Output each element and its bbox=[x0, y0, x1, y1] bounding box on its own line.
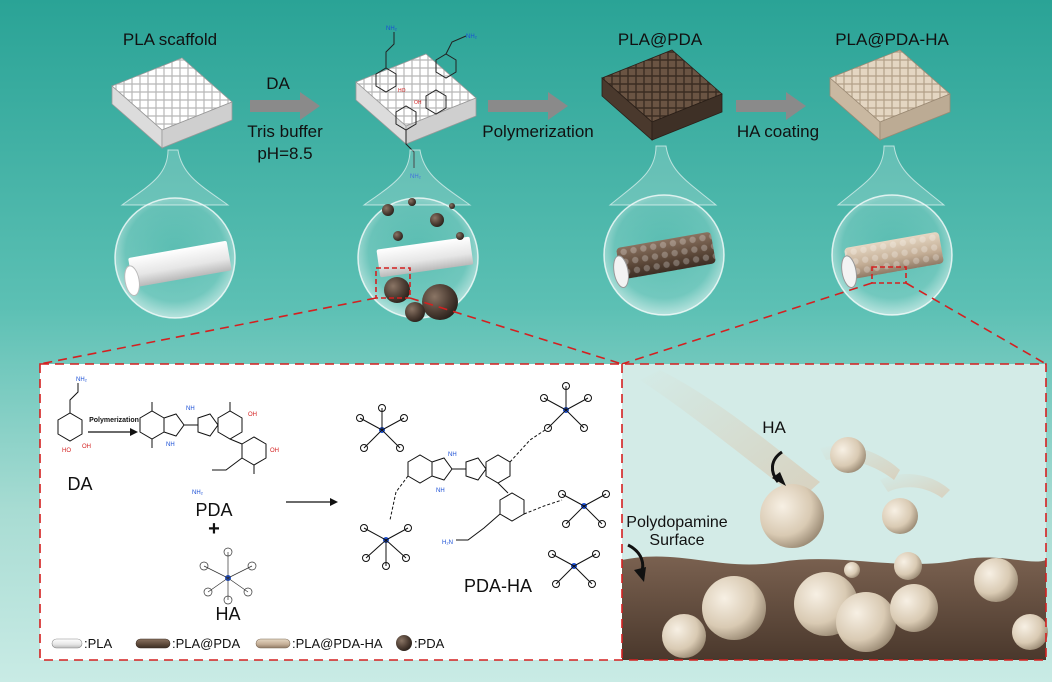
surface-label-line2: Surface bbox=[649, 532, 705, 549]
pla-scaffold bbox=[111, 57, 233, 149]
svg-text:OH: OH bbox=[82, 444, 91, 450]
pla-pda-ha-scaffold bbox=[829, 49, 951, 141]
stage-title-pla-pda-ha: PLA@PDA-HA bbox=[835, 30, 949, 49]
legend-label-pda: :PDA bbox=[414, 636, 445, 651]
pda-label: PDA bbox=[195, 500, 233, 520]
pda-structure: NH NH NH₂ OH OH bbox=[139, 402, 279, 496]
pla-pda-scaffold bbox=[601, 49, 723, 141]
legend-label-pla-pda-ha: :PLA@PDA-HA bbox=[292, 636, 383, 651]
bubble-1 bbox=[114, 197, 236, 319]
svg-text:NH: NH bbox=[448, 452, 457, 458]
svg-text:NH₂: NH₂ bbox=[76, 377, 88, 383]
legend-label-pla-pda: :PLA@PDA bbox=[172, 636, 241, 651]
svg-text:HO: HO bbox=[62, 448, 71, 454]
svg-text:OH: OH bbox=[270, 448, 279, 454]
pda-sphere-icon bbox=[396, 635, 412, 651]
arrow2-label: Polymerization bbox=[482, 122, 594, 141]
surface-panel bbox=[622, 364, 1048, 660]
polymerization-step-label: Polymerization bbox=[89, 417, 139, 424]
arrow1-condition-line1: Tris buffer bbox=[247, 122, 323, 141]
svg-text:OH: OH bbox=[414, 100, 422, 106]
svg-text:NH₂: NH₂ bbox=[386, 26, 398, 32]
dopamine-molecules: NH₂ NH₂ NH₂ HO OH bbox=[375, 26, 478, 180]
svg-text:NH: NH bbox=[186, 406, 195, 412]
dopamine-structure: NH₂ HO OH bbox=[57, 377, 91, 454]
stage-title-pla-scaffold: PLA scaffold bbox=[122, 30, 218, 49]
legend-label-pla: :PLA bbox=[84, 636, 113, 651]
svg-text:NH₂: NH₂ bbox=[466, 34, 478, 40]
svg-text:H₂N: H₂N bbox=[442, 540, 453, 546]
zoom-selections bbox=[375, 266, 907, 299]
ha-label: HA bbox=[215, 604, 241, 624]
svg-text:HO: HO bbox=[398, 88, 406, 94]
plus-sign: + bbox=[208, 518, 220, 540]
svg-text:OH: OH bbox=[248, 412, 257, 418]
polymerization-arrowhead bbox=[130, 428, 138, 436]
process-arrows bbox=[250, 92, 806, 120]
ha-structure bbox=[199, 547, 257, 605]
pda-ha-label: PDA-HA bbox=[463, 576, 532, 596]
surface-label-line1: Polydopamine bbox=[626, 514, 728, 531]
bubble-3 bbox=[603, 194, 725, 316]
pla-pda-rod-icon bbox=[135, 638, 171, 649]
svg-text:NH: NH bbox=[436, 488, 445, 494]
arrow1-condition-line2: pH=8.5 bbox=[257, 144, 313, 163]
zoom-connectors bbox=[39, 282, 1047, 365]
arrow3-label: HA coating bbox=[736, 122, 820, 141]
bubble-2 bbox=[357, 197, 479, 322]
svg-text:NH: NH bbox=[166, 442, 175, 448]
pda-ha-structure: NH NH H₂N bbox=[356, 382, 610, 588]
zoom-frame bbox=[39, 363, 1047, 661]
arrow1-label: DA bbox=[266, 74, 290, 93]
legend-icons bbox=[51, 635, 412, 651]
pla-rod-icon bbox=[51, 638, 83, 649]
pla-da-scaffold bbox=[355, 53, 477, 145]
ha-particle-label: HA bbox=[762, 418, 786, 437]
bubble-4 bbox=[831, 194, 953, 316]
pla-pda-ha-rod-icon bbox=[255, 638, 291, 649]
magnifier-stems bbox=[120, 145, 946, 206]
stage-title-pla-pda: PLA@PDA bbox=[617, 30, 703, 49]
svg-text:NH₂: NH₂ bbox=[410, 174, 422, 180]
svg-text:NH₂: NH₂ bbox=[192, 490, 204, 496]
da-label: DA bbox=[67, 474, 93, 494]
reaction-arrowhead bbox=[330, 498, 338, 506]
reaction-panel bbox=[40, 364, 622, 660]
